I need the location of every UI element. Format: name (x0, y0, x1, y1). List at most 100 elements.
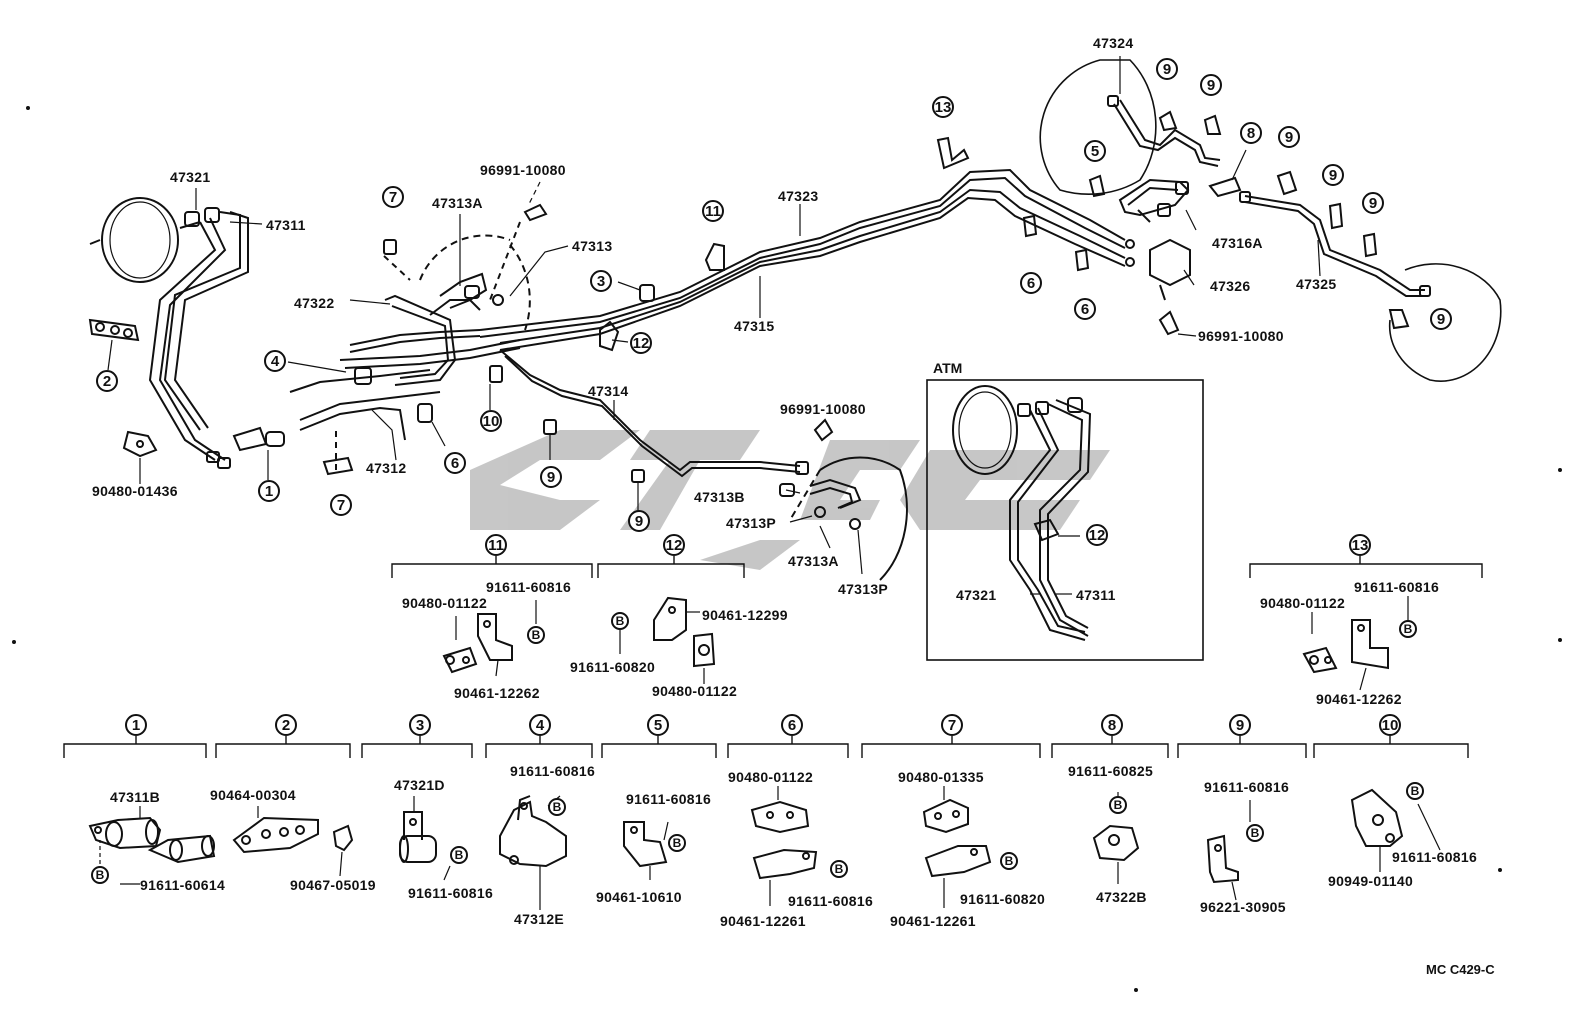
callout-7-top: 7 (382, 186, 404, 208)
g8-part-47322B: 47322B (1096, 889, 1147, 905)
g7-part-90461-12261: 90461-12261 (890, 913, 976, 929)
atm-inset-frame (926, 379, 1204, 661)
label-47313: 47313 (572, 238, 613, 254)
group-5-header: 5 (647, 714, 669, 736)
callout-3: 3 (590, 270, 612, 292)
g11-part-91611-60816: 91611-60816 (486, 579, 572, 595)
callout-7-bottom: 7 (330, 494, 352, 516)
g9-bolt-marker: B (1246, 824, 1264, 842)
callout-6-right-a: 6 (1020, 272, 1042, 294)
g6-part-91611-60816: 91611-60816 (788, 893, 874, 909)
label-47313A-top: 47313A (432, 195, 483, 211)
atm-label: ATM (933, 360, 963, 376)
group-2-header: 2 (275, 714, 297, 736)
callout-1: 1 (258, 480, 280, 502)
g11-part-90461-12262: 90461-12262 (454, 685, 540, 701)
callout-6-right-b: 6 (1074, 298, 1096, 320)
callout-9-h: 9 (1430, 308, 1452, 330)
group-13-header: 13 (1349, 534, 1371, 556)
group-10-header: 10 (1379, 714, 1401, 736)
callout-11: 11 (702, 200, 724, 222)
g10-bolt-marker: B (1406, 782, 1424, 800)
label-47313P-a: 47313P (726, 515, 777, 531)
callout-9-a: 9 (540, 466, 562, 488)
callout-5: 5 (1084, 140, 1106, 162)
label-47321: 47321 (170, 169, 211, 185)
label-90480-01436: 90480-01436 (92, 483, 178, 499)
g11-part-90480-01122: 90480-01122 (402, 595, 488, 611)
g13-part-90461-12262: 90461-12262 (1316, 691, 1402, 707)
g10-part-91611-60816: 91611-60816 (1392, 849, 1478, 865)
callout-9-c: 9 (1156, 58, 1178, 80)
group-12-header: 12 (663, 534, 685, 556)
g13-part-90480-01122: 90480-01122 (1260, 595, 1346, 611)
label-47316A: 47316A (1212, 235, 1263, 251)
g9-part-91611-60816: 91611-60816 (1204, 779, 1290, 795)
group-8-header: 8 (1101, 714, 1123, 736)
g11-bolt-marker: B (527, 626, 545, 644)
g3-part-47321D: 47321D (394, 777, 445, 793)
label-96991-10080-right: 96991-10080 (1198, 328, 1284, 344)
label-47325: 47325 (1296, 276, 1337, 292)
callout-10: 10 (480, 410, 502, 432)
g13-bolt-marker: B (1399, 620, 1417, 638)
g7-bolt-marker: B (1000, 852, 1018, 870)
g12-bolt-marker: B (611, 612, 629, 630)
g5-part-91611-60816: 91611-60816 (626, 791, 712, 807)
callout-2: 2 (96, 370, 118, 392)
label-47313B: 47313B (694, 489, 745, 505)
callout-9-g: 9 (1362, 192, 1384, 214)
g3-part-91611-60816: 91611-60816 (408, 885, 494, 901)
group-7-header: 7 (941, 714, 963, 736)
group-6-header: 6 (781, 714, 803, 736)
label-47324: 47324 (1093, 35, 1134, 51)
g4-bolt-marker: B (548, 798, 566, 816)
g8-bolt-marker: B (1109, 796, 1127, 814)
g13-part-91611-60816: 91611-60816 (1354, 579, 1440, 595)
g6-part-90480-01122: 90480-01122 (728, 769, 814, 785)
callout-6-left: 6 (444, 452, 466, 474)
g7-part-91611-60820: 91611-60820 (960, 891, 1046, 907)
label-47312: 47312 (366, 460, 407, 476)
group-4-header: 4 (529, 714, 551, 736)
label-47323: 47323 (778, 188, 819, 204)
label-47311: 47311 (266, 217, 306, 233)
diagram-code: MC C429-C (1426, 962, 1495, 977)
g10-part-90949-01140: 90949-01140 (1328, 873, 1414, 889)
callout-12-atm: 12 (1086, 524, 1108, 546)
atm-label-47311: 47311 (1076, 587, 1116, 603)
g9-part-96221-30905: 96221-30905 (1200, 899, 1286, 915)
atm-label-47321: 47321 (956, 587, 997, 603)
label-47322: 47322 (294, 295, 335, 311)
group-1-header: 1 (125, 714, 147, 736)
group-3-header: 3 (409, 714, 431, 736)
label-47313P-b: 47313P (838, 581, 889, 597)
g6-bolt-marker: B (830, 860, 848, 878)
callout-13: 13 (932, 96, 954, 118)
callout-4: 4 (264, 350, 286, 372)
g5-bolt-marker: B (668, 834, 686, 852)
brake-booster-left (101, 197, 179, 283)
label-47326: 47326 (1210, 278, 1251, 294)
g6-part-90461-12261: 90461-12261 (720, 913, 806, 929)
callout-8: 8 (1240, 122, 1262, 144)
g1-part-47311B: 47311B (110, 789, 161, 805)
g12-part-90480-01122: 90480-01122 (652, 683, 738, 699)
g3-bolt-marker: B (450, 846, 468, 864)
callout-9-b: 9 (628, 510, 650, 532)
label-47313A-b: 47313A (788, 553, 839, 569)
g4-part-47312E: 47312E (514, 911, 565, 927)
label-96991-10080-mid: 96991-10080 (780, 401, 866, 417)
label-47315: 47315 (734, 318, 775, 334)
callout-9-e: 9 (1278, 126, 1300, 148)
g12-part-91611-60820: 91611-60820 (570, 659, 656, 675)
g4-part-91611-60816: 91611-60816 (510, 763, 596, 779)
g1-part-91611-60614: 91611-60614 (140, 877, 226, 893)
group-11-header: 11 (485, 534, 507, 556)
label-47314: 47314 (588, 383, 629, 399)
callout-9-f: 9 (1322, 164, 1344, 186)
label-96991-10080-top: 96991-10080 (480, 162, 566, 178)
callout-12-main: 12 (630, 332, 652, 354)
